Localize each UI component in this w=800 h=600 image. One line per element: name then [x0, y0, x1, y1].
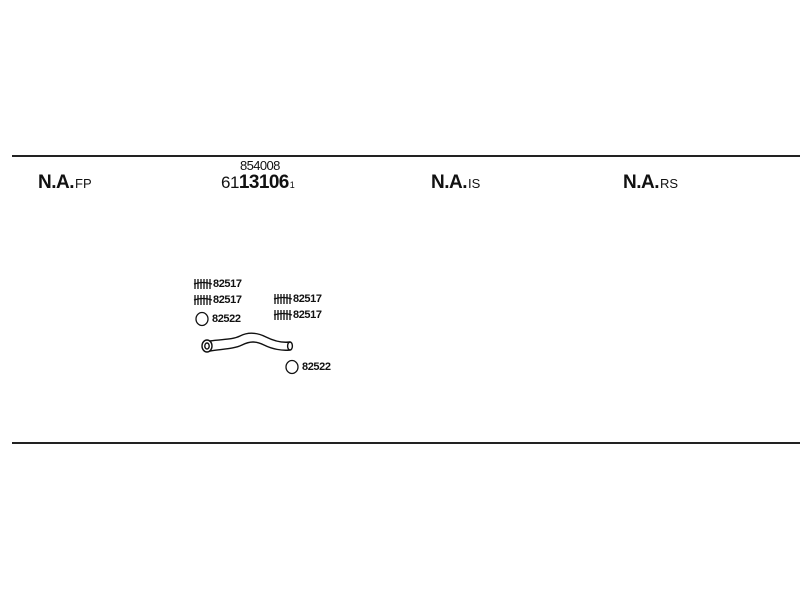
- gasket-icon: [285, 359, 299, 375]
- part-item-clamp-2: 82517: [193, 293, 242, 307]
- part-number: 61131061: [221, 171, 295, 196]
- section-rs: N.A.RS: [623, 171, 678, 196]
- section-fp-code: FP: [75, 176, 92, 191]
- clamp-icon: [273, 294, 293, 304]
- part-item-gasket-1: 82522: [194, 311, 241, 327]
- section-fp-name: N.A.: [38, 172, 75, 193]
- part-item-label: 82517: [213, 294, 242, 306]
- section-rs-code: RS: [660, 176, 679, 191]
- section-is-name: N.A.: [431, 172, 468, 193]
- top-divider: [12, 155, 800, 157]
- part-item-clamp-3: 82517: [273, 292, 322, 306]
- clamp-icon: [273, 310, 293, 320]
- part-item-label: 82517: [293, 293, 322, 305]
- part-number-main: 13106: [238, 172, 289, 193]
- clamp-icon: [193, 295, 213, 305]
- part-item-clamp-4: 82517: [273, 308, 322, 322]
- section-fp: N.A.FP: [38, 171, 92, 196]
- gasket-icon: [195, 311, 209, 327]
- clamp-icon: [193, 279, 213, 289]
- part-item-label: 82517: [213, 278, 242, 290]
- section-rs-name: N.A.: [623, 172, 660, 193]
- section-is-code: IS: [468, 176, 481, 191]
- part-item-label: 82522: [302, 361, 331, 373]
- section-is: N.A.IS: [431, 171, 480, 196]
- part-sub-number: 854008: [240, 158, 280, 173]
- part-item-label: 82522: [212, 313, 241, 325]
- bottom-divider: [12, 442, 800, 444]
- part-number-prefix: 61: [221, 173, 239, 192]
- part-number-superscript: 1: [289, 180, 295, 190]
- exhaust-pipe-icon: [201, 332, 294, 353]
- part-item-clamp-1: 82517: [193, 277, 242, 291]
- part-item-label: 82517: [293, 309, 322, 321]
- part-item-gasket-2: 82522: [284, 359, 331, 375]
